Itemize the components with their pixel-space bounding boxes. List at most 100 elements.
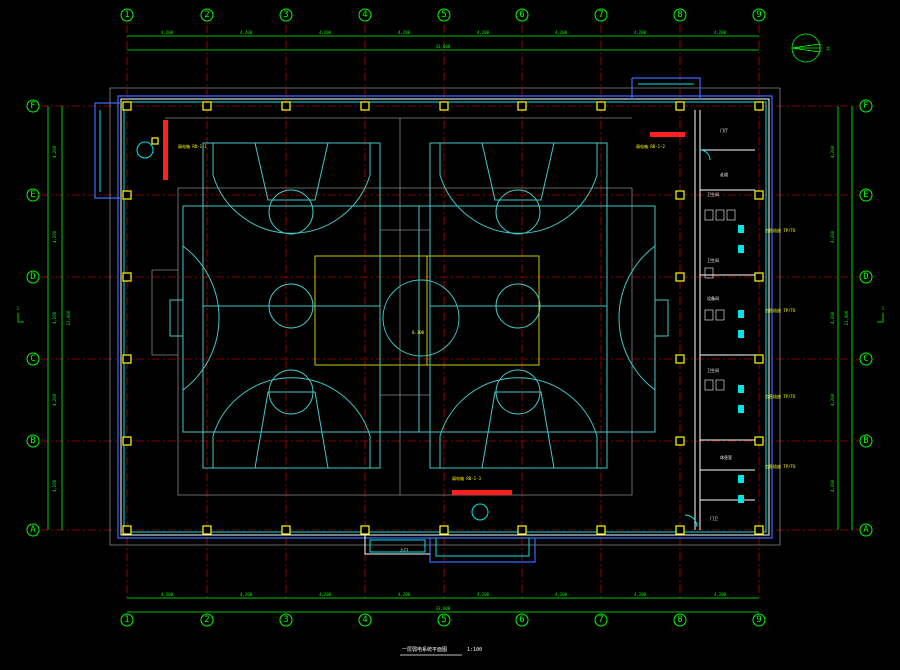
room-label-8: 门卫 bbox=[710, 515, 718, 521]
equip-note-nw: 弱电箱 RD-1-1 bbox=[178, 143, 207, 149]
grid-col-5-bottom: 5 bbox=[441, 615, 446, 625]
grid-bubbles-left: F E D C B A bbox=[26, 99, 40, 537]
dim-bottom-3: 4,200 bbox=[319, 592, 332, 597]
dim-right-total: 21,000 bbox=[844, 310, 849, 325]
grid-bubbles-bottom: 1 2 3 4 5 6 7 8 9 bbox=[120, 613, 766, 627]
dimension-labels: 4,200 4,200 4,200 4,200 4,200 4,200 4,20… bbox=[52, 30, 849, 611]
grid-col-8-bottom: 8 bbox=[677, 615, 682, 625]
north-arrow-icon: 北 bbox=[791, 33, 830, 63]
north-label: 北 bbox=[826, 45, 830, 51]
dim-left-total: 21,000 bbox=[66, 310, 71, 325]
east-annex-rooms: 门厅 走道 卫生间 卫生间 设备间 卫生间 休息室 门卫 bbox=[684, 110, 755, 530]
drawing-title: 一层弱电系统平面图 bbox=[402, 646, 447, 653]
dimension-lines bbox=[47, 35, 853, 613]
grid-col-5: 5 bbox=[441, 10, 446, 20]
grid-row-B-right: B bbox=[863, 436, 868, 446]
dim-top-total: 33,600 bbox=[436, 44, 451, 49]
dim-top-7: 4,200 bbox=[634, 30, 647, 35]
equip-note-r4: 信息插座 TP/TO bbox=[765, 463, 796, 469]
grid-col-4: 4 bbox=[362, 10, 367, 20]
section-mark-right: 1 bbox=[877, 306, 885, 323]
grid-col-9: 9 bbox=[756, 10, 761, 20]
court-markings bbox=[151, 117, 669, 496]
grid-col-7-bottom: 7 bbox=[598, 615, 603, 625]
equipment-south: 弱电箱 RD-1-3 bbox=[452, 475, 512, 521]
dim-right-3: 4,200 bbox=[830, 311, 835, 324]
dim-bottom-2: 4,200 bbox=[240, 592, 253, 597]
grid-row-C-right: C bbox=[863, 354, 868, 364]
section-mark-right-label: 1 bbox=[882, 306, 885, 311]
grid-col-4-bottom: 4 bbox=[362, 615, 367, 625]
grid-col-3: 3 bbox=[283, 10, 288, 20]
grid-row-E-right: E bbox=[863, 190, 868, 200]
dim-right-5: 4,200 bbox=[830, 479, 835, 492]
grid-row-D: D bbox=[30, 272, 35, 282]
grid-row-D-right: D bbox=[863, 272, 868, 282]
room-label-5: 设备间 bbox=[707, 295, 719, 301]
dim-top-1: 4,200 bbox=[161, 30, 174, 35]
grid-row-A: A bbox=[30, 525, 36, 535]
dim-top-5: 4,200 bbox=[477, 30, 490, 35]
dim-bottom-6: 4,200 bbox=[555, 592, 568, 597]
grid-row-F: F bbox=[30, 101, 35, 111]
room-label-3: 卫生间 bbox=[707, 191, 719, 197]
dim-top-3: 4,200 bbox=[319, 30, 332, 35]
equipment-ne: 弱电箱 RD-1-2 bbox=[636, 132, 685, 149]
grid-col-9-bottom: 9 bbox=[756, 615, 761, 625]
grid-col-6-bottom: 6 bbox=[519, 615, 524, 625]
equipment-notes-annex: 信息插座 TP/TO 信息插座 TP/TO 信息插座 TP/TO 信息插座 TP… bbox=[765, 227, 796, 469]
dim-top-4: 4,200 bbox=[398, 30, 411, 35]
equip-note-r3: 信息插座 TP/TO bbox=[765, 393, 796, 399]
drawing-title-block: 一层弱电系统平面图 1:100 bbox=[400, 646, 482, 656]
grid-bubbles-right: F E D C B A bbox=[859, 99, 873, 537]
room-label-6: 卫生间 bbox=[707, 367, 719, 373]
dim-right-4: 4,200 bbox=[830, 393, 835, 406]
dim-right-1: 4,200 bbox=[830, 145, 835, 158]
dim-left-2: 4,200 bbox=[52, 230, 57, 243]
grid-col-6: 6 bbox=[519, 10, 524, 20]
grid-row-A-right: A bbox=[863, 525, 869, 535]
equip-note-s: 弱电箱 RD-1-3 bbox=[452, 475, 481, 481]
dim-left-3: 4,200 bbox=[52, 311, 57, 324]
equipment-nw: 弱电箱 RD-1-1 bbox=[136, 120, 207, 180]
room-label-1: 门厅 bbox=[720, 127, 728, 133]
dim-bottom-total: 33,600 bbox=[436, 606, 451, 611]
dim-bottom-5: 4,200 bbox=[477, 592, 490, 597]
equip-note-r2: 信息插座 TP/TO bbox=[765, 307, 796, 313]
dim-left-1: 4,200 bbox=[52, 145, 57, 158]
grid-col-7: 7 bbox=[598, 10, 603, 20]
dim-left-4: 4,200 bbox=[52, 393, 57, 406]
equip-note-ne: 弱电箱 RD-1-2 bbox=[636, 143, 665, 149]
equip-note-r1: 信息插座 TP/TO bbox=[765, 227, 796, 233]
dim-bottom-8: 4,200 bbox=[714, 592, 727, 597]
grid-col-8: 8 bbox=[677, 10, 682, 20]
room-label-4: 卫生间 bbox=[707, 257, 719, 263]
grid-col-3-bottom: 3 bbox=[283, 615, 288, 625]
dim-right-2: 4,200 bbox=[830, 230, 835, 243]
grid-row-C: C bbox=[30, 354, 35, 364]
dim-bottom-4: 4,200 bbox=[398, 592, 411, 597]
dim-bottom-7: 4,200 bbox=[634, 592, 647, 597]
section-mark-left-label: 1 bbox=[17, 306, 20, 311]
entrance-label: 入口 bbox=[400, 547, 408, 552]
room-label-7: 休息室 bbox=[720, 454, 732, 460]
structural-columns bbox=[122, 101, 764, 535]
grid-row-E: E bbox=[30, 190, 35, 200]
drawing-scale: 1:100 bbox=[467, 647, 482, 653]
center-elevation-tag: 0.300 bbox=[412, 330, 425, 335]
grid-col-1: 1 bbox=[124, 10, 129, 20]
section-mark-left: 1 bbox=[17, 306, 24, 323]
axis-lines bbox=[40, 25, 860, 600]
grid-col-2-bottom: 2 bbox=[204, 615, 209, 625]
dim-top-6: 4,200 bbox=[555, 30, 568, 35]
grid-row-F-right: F bbox=[863, 101, 868, 111]
dim-top-2: 4,200 bbox=[240, 30, 253, 35]
grid-col-2: 2 bbox=[204, 10, 209, 20]
dim-top-8: 4,200 bbox=[714, 30, 727, 35]
dim-bottom-1: 4,200 bbox=[161, 592, 174, 597]
building-walls bbox=[94, 77, 781, 563]
dim-left-5: 4,200 bbox=[52, 479, 57, 492]
grid-col-1-bottom: 1 bbox=[124, 615, 129, 625]
grid-row-B: B bbox=[30, 436, 35, 446]
